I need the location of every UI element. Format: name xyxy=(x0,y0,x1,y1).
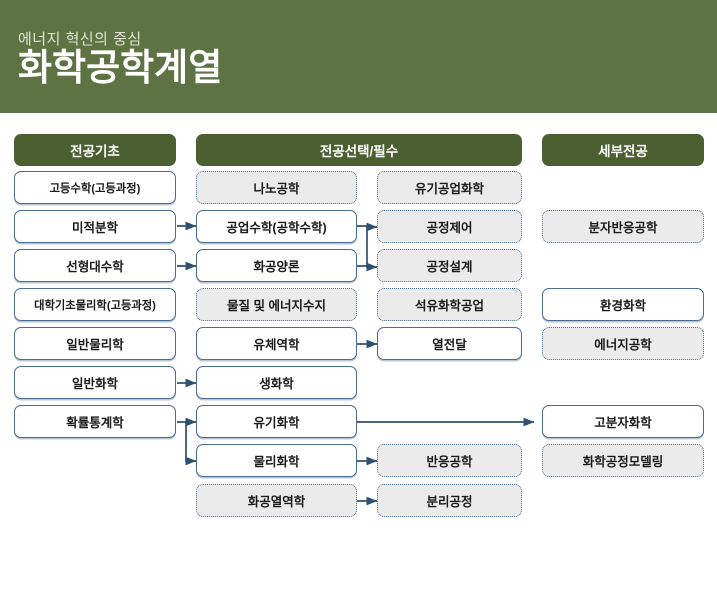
course-box-yeoljeondal[interactable]: 열전달 xyxy=(377,327,522,360)
banner-subtitle: 에너지 혁신의 중심 xyxy=(18,31,142,48)
course-box-mijeokbunhak[interactable]: 미적분학 xyxy=(14,210,176,243)
course-box-mullihwahak[interactable]: 물리화학 xyxy=(196,444,357,477)
course-box-mulil-mit-energysuji[interactable]: 물질 및 에너지수지 xyxy=(196,288,357,321)
curriculum-diagram: 전공기초 전공선택/필수 세부전공 고등수학(고등과정) 미적분학 선형대수학 … xyxy=(0,113,717,600)
course-box-nanogonghak[interactable]: 나노공학 xyxy=(196,171,357,204)
course-box-gongeopsuhak[interactable]: 공업수학(공학수학) xyxy=(196,210,357,243)
course-box-hwangyeonghwahak[interactable]: 환경화학 xyxy=(542,288,704,321)
course-box-hwahakgongjeongmodelling[interactable]: 화학공정모델링 xyxy=(542,444,704,477)
course-box-bunrigongjeong[interactable]: 분리공정 xyxy=(377,484,522,517)
course-box-energygonghak[interactable]: 에너지공학 xyxy=(542,327,704,360)
course-box-daehakgicho-mullihak[interactable]: 대학기초물리학(고등과정) xyxy=(14,288,176,321)
page-title: 화학공학계열 xyxy=(18,47,223,88)
column-header-basic: 전공기초 xyxy=(14,134,176,166)
course-box-ilbanhwahak[interactable]: 일반화학 xyxy=(14,366,176,399)
course-box-ilbanmullihak[interactable]: 일반물리학 xyxy=(14,327,176,360)
course-box-gobunjahwahak[interactable]: 고분자화학 xyxy=(542,405,704,438)
course-box-saenghwahak[interactable]: 생화학 xyxy=(196,366,357,399)
page-banner: 에너지 혁신의 중심 화학공학계열 xyxy=(0,0,717,113)
column-header-detailed: 세부전공 xyxy=(542,134,704,166)
course-box-gongjeongseolgye[interactable]: 공정설계 xyxy=(377,249,522,282)
course-box-yugihwahak[interactable]: 유기화학 xyxy=(196,405,357,438)
course-box-gongjeongjeeo[interactable]: 공정제어 xyxy=(377,210,522,243)
course-box-seogyuhwahakgongeop[interactable]: 석유화학공업 xyxy=(377,288,522,321)
course-box-yugigongeophwahak[interactable]: 유기공업화학 xyxy=(377,171,522,204)
column-header-major: 전공선택/필수 xyxy=(196,134,522,166)
course-box-seonhyeongdaesuhak[interactable]: 선형대수학 xyxy=(14,249,176,282)
course-box-baneunggonghak[interactable]: 반응공학 xyxy=(377,444,522,477)
course-box-hwagongyangron[interactable]: 화공양론 xyxy=(196,249,357,282)
course-box-hwagongyeolyeokhak[interactable]: 화공열역학 xyxy=(196,484,357,517)
course-box-yucheyeokhak[interactable]: 유체역학 xyxy=(196,327,357,360)
course-box-bunjabaneunggonghak[interactable]: 분자반응공학 xyxy=(542,210,704,243)
course-box-hwakryultonggyehak[interactable]: 확률통계학 xyxy=(14,405,176,438)
course-box-godeungsuhak[interactable]: 고등수학(고등과정) xyxy=(14,171,176,204)
